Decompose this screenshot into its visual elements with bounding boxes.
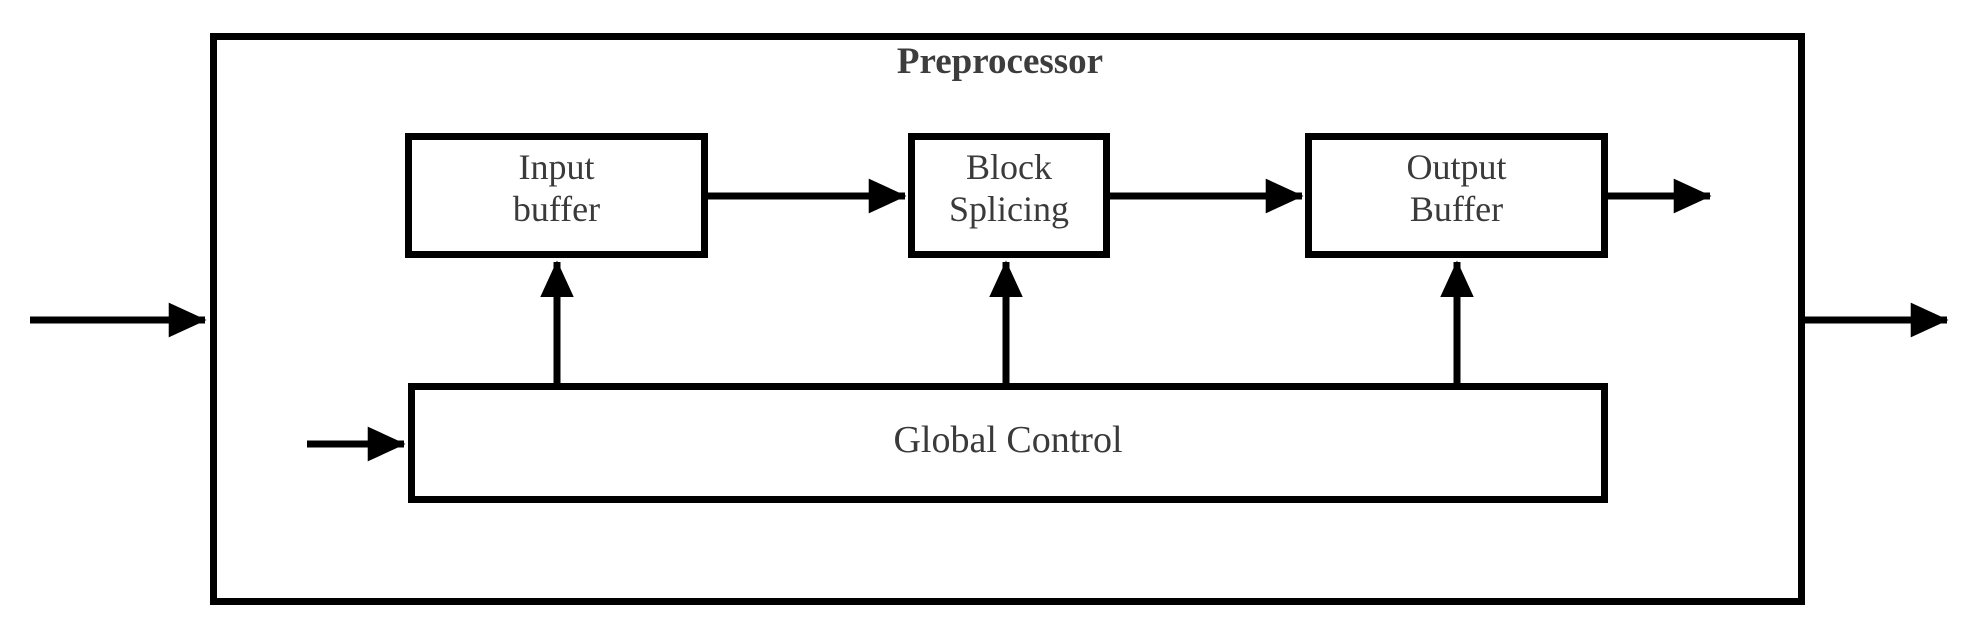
block-input-buffer[interactable] — [405, 133, 708, 258]
block-label-global-control: Global Control — [893, 419, 1123, 461]
block-output-buffer[interactable] — [1305, 133, 1608, 258]
block-label-line2: buffer — [512, 189, 601, 230]
block-block-splicing[interactable] — [908, 133, 1110, 258]
block-label-line2: Buffer — [1409, 189, 1504, 230]
page-title: Preprocessor — [896, 41, 1104, 82]
block-label-line1: Input — [518, 147, 595, 187]
block-label-line2: Splicing — [948, 189, 1069, 230]
block-label-line1: Output — [1406, 147, 1507, 187]
block-label-line1: Block — [966, 147, 1052, 187]
block-global-control[interactable] — [408, 383, 1608, 503]
